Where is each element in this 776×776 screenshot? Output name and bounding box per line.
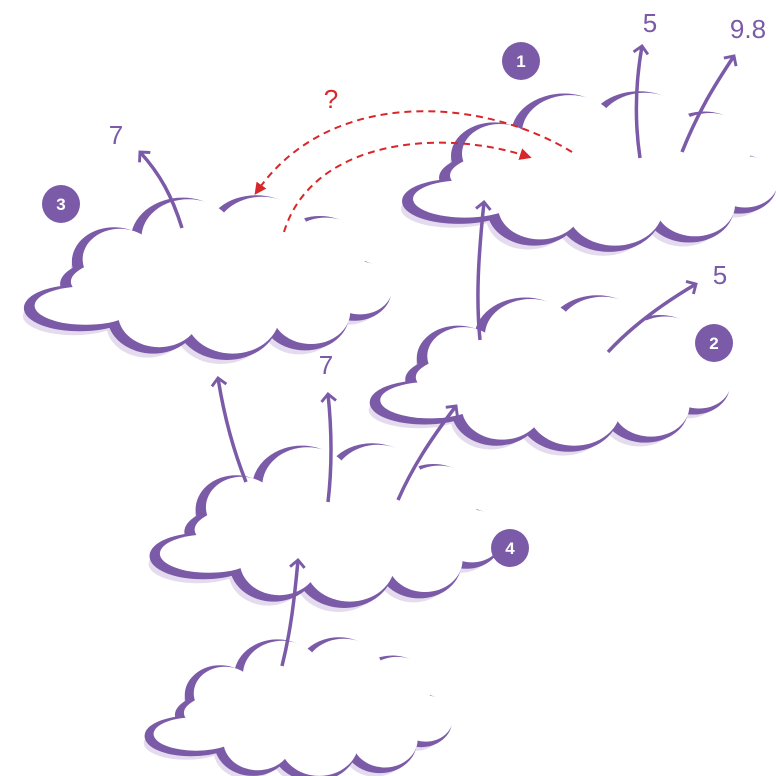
cloud-4 xyxy=(148,445,503,612)
badge-4: 4 xyxy=(491,529,529,567)
badge-1: 1 xyxy=(502,42,540,80)
arrow-c2-to-c1 xyxy=(475,199,492,341)
arrow-c4-to-c2 xyxy=(396,404,459,501)
arrow-c1-up-right xyxy=(680,54,738,153)
cloud-3 xyxy=(22,197,393,364)
badge-2: 2 xyxy=(695,324,733,362)
cloud-5 xyxy=(143,639,453,776)
arrow-c1-up-left xyxy=(632,43,650,159)
badge-1-text: 1 xyxy=(516,52,525,71)
dashed-arrow-c1-to-c3 xyxy=(254,110,573,195)
badge-4-text: 4 xyxy=(505,539,515,558)
arrow-c5-to-c4 xyxy=(280,557,306,667)
cloud-1 xyxy=(401,93,776,256)
label-c1-right: 9.8 xyxy=(730,14,766,44)
dashed-arrow-c3-to-c1 xyxy=(283,141,532,233)
question-label: ? xyxy=(324,84,338,114)
badge-3-text: 3 xyxy=(56,195,65,214)
arrow-c4-to-c3 xyxy=(210,375,248,483)
label-c2-right: 5 xyxy=(713,260,727,290)
badge-2-text: 2 xyxy=(709,334,718,353)
cloud-2 xyxy=(368,297,731,456)
arrow-c3-up xyxy=(138,150,184,229)
badge-3: 3 xyxy=(42,185,80,223)
arrow-c4-up xyxy=(320,391,337,503)
arrow-c2-right xyxy=(606,280,698,354)
label-c4-mid: 7 xyxy=(319,350,333,380)
label-c3-top: 7 xyxy=(109,120,123,150)
label-c1-left: 5 xyxy=(643,8,657,38)
